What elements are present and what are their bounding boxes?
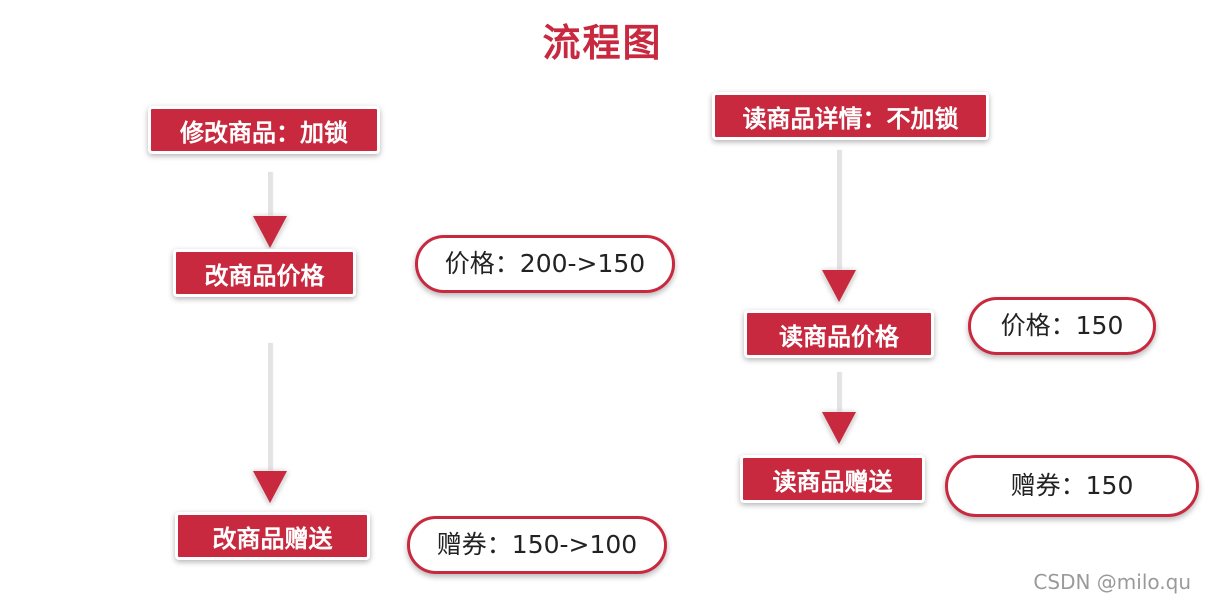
diagram-title: 流程图: [542, 21, 663, 65]
step-read-detail: 读商品详情：不加锁: [712, 92, 989, 140]
arrow-price-to-coupon-read: [819, 372, 859, 444]
arrow-head-icon: [822, 270, 856, 302]
arrow-head-icon: [253, 471, 287, 503]
watermark: CSDN @milo.qu: [1033, 570, 1191, 594]
value-coupon-read: 赠券：150: [945, 455, 1199, 517]
arrow-price-to-coupon: [250, 343, 290, 503]
arrow-shaft: [837, 150, 841, 272]
arrow-detail-to-price: [819, 150, 859, 302]
value-price-change: 价格：200->150: [415, 235, 675, 293]
arrow-shaft: [268, 172, 272, 218]
step-modify-lock: 修改商品：加锁: [148, 106, 380, 154]
arrow-shaft: [268, 343, 272, 473]
step-modify-price: 改商品价格: [173, 249, 356, 297]
arrow-head-icon: [822, 412, 856, 444]
arrow-lock-to-price: [250, 172, 290, 248]
step-read-price: 读商品价格: [744, 310, 934, 358]
step-read-coupon: 读商品赠送: [740, 455, 925, 503]
arrow-shaft: [837, 372, 841, 414]
step-modify-coupon: 改商品赠送: [175, 512, 370, 560]
value-coupon-change: 赠券：150->100: [407, 516, 667, 574]
value-price-read: 价格：150: [968, 297, 1156, 355]
arrow-head-icon: [253, 216, 287, 248]
